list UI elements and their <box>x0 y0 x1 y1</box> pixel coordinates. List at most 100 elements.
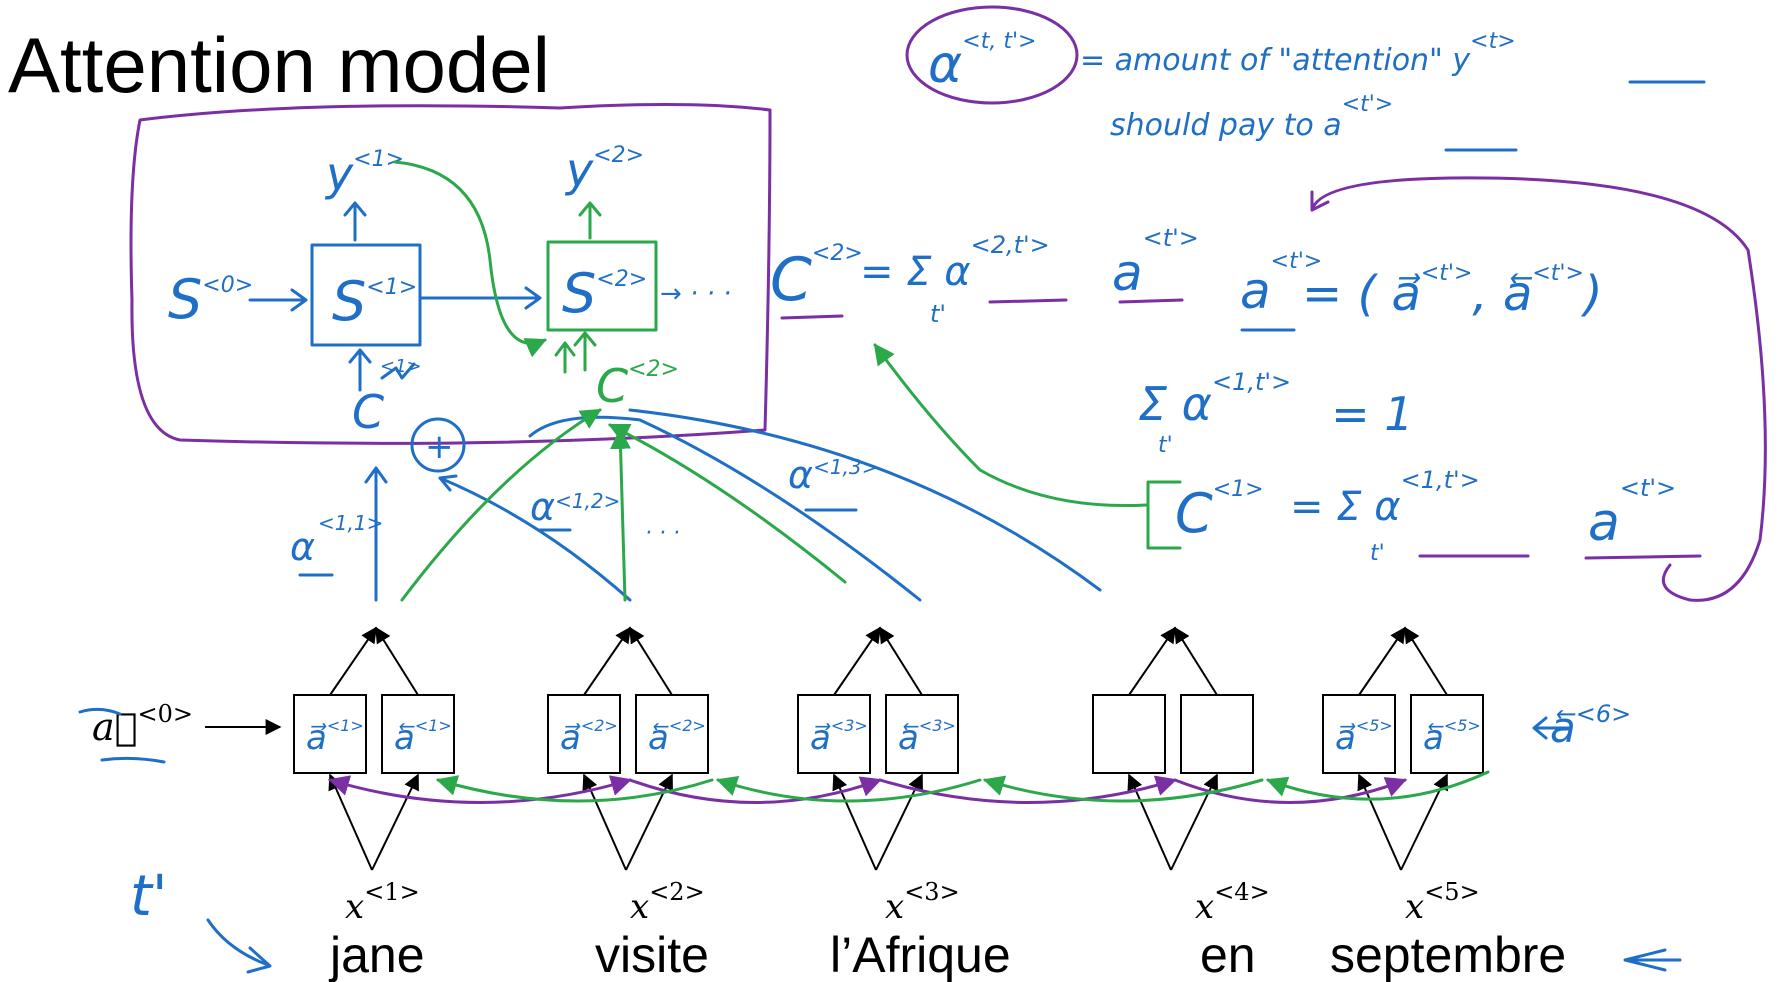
backward-cell <box>635 694 709 774</box>
svg-text:= ( a⃗<t'>, a⃖<t'>): = ( a⃗<t'>, a⃖<t'>) <box>1302 261 1603 322</box>
svg-text:α<t, t'>: α<t, t'> <box>928 29 1036 95</box>
input-word: visite <box>595 927 709 982</box>
svg-text:α<1,2>: α<1,2> <box>530 485 620 529</box>
output-arrow <box>375 626 419 696</box>
svg-text:a<t'>: a<t'> <box>1240 249 1322 320</box>
sum-to-one-equation: Σ α<1,t'>= 1 t' <box>1138 368 1414 458</box>
forward-cell <box>547 694 621 774</box>
forward-cell <box>797 694 871 774</box>
input-arrow <box>1170 773 1218 871</box>
svg-text:t': t' <box>1158 433 1173 458</box>
svg-text:· · ·: · · · <box>645 521 680 546</box>
svg-text:y<2>: y<2> <box>564 143 644 197</box>
alpha-definition-note: α<t, t'> = amount of "attention" y<t> sh… <box>905 5 1706 152</box>
forward-activation-label: a⃗<1> <box>306 716 364 758</box>
svg-text:C: C <box>352 385 384 439</box>
svg-text:a<t'>: a<t'> <box>1588 474 1676 553</box>
backward-cell <box>885 694 959 774</box>
backward-activation-label: a⃖<2> <box>648 716 706 758</box>
svg-text:a<t'>: a<t'> <box>1112 224 1199 302</box>
svg-text:t': t' <box>930 300 946 328</box>
input-arrow <box>371 773 419 871</box>
svg-text:should pay to a<t'>: should pay to a<t'> <box>1110 92 1393 143</box>
forward-cell <box>1092 694 1166 774</box>
svg-text:= Σ α<2,t'>: = Σ α<2,t'> <box>860 231 1050 295</box>
a6-label: a⃖<6> <box>1532 700 1631 752</box>
svg-text:S<1>: S<1> <box>332 270 417 333</box>
encoder-step-2: a⃗<2> a⃖<2> x<2>visite <box>547 626 709 982</box>
backward-activation-label: a⃖<1> <box>394 716 452 758</box>
attention-arrows-c1: α <1,1> α<1,2> α<1,3> · · · <box>290 408 1102 602</box>
forward-activation-label: a⃗<5> <box>1335 716 1393 758</box>
forward-cell <box>1322 694 1396 774</box>
svg-text:→ · · ·: → · · · <box>660 279 731 309</box>
svg-text:= amount of "attention": = amount of "attention" y<t> <box>1080 29 1516 78</box>
svg-text:t': t' <box>1370 541 1385 566</box>
svg-text:<1,1>: <1,1> <box>318 511 383 535</box>
svg-text:+: + <box>425 427 454 467</box>
svg-text:S<0>: S<0> <box>168 268 253 331</box>
forward-activation-label: a⃗<3> <box>810 716 868 758</box>
svg-text:a⃖<6>: a⃖<6> <box>1550 700 1631 752</box>
input-token-label: x<2> <box>630 878 705 927</box>
attention-arrows-c2 <box>400 343 1148 602</box>
svg-text:= Σ α<1,t'>: = Σ α<1,t'> <box>1290 466 1480 530</box>
input-word: jane <box>328 927 425 982</box>
s2-cell <box>546 240 658 332</box>
input-arrow <box>1357 773 1402 871</box>
svg-text:α<1,3>: α<1,3> <box>788 453 878 497</box>
svg-text:C<2>: C<2> <box>596 357 679 413</box>
output-arrow <box>1358 626 1406 696</box>
c1-equation: C<1> = Σ α<1,t'> a<t'> t' <box>1146 466 1702 566</box>
output-arrow <box>583 626 631 696</box>
svg-text:Σ α<1,t'>= 1: Σ α<1,t'>= 1 <box>1138 368 1414 441</box>
encoder-step-4: x<4>en <box>1092 626 1270 982</box>
output-arrow <box>879 626 923 696</box>
backward-activation-label: a⃖<3> <box>898 716 956 758</box>
input-token-label: x<3> <box>885 878 960 927</box>
decoder-boundary <box>129 102 772 445</box>
input-word: en <box>1200 927 1256 982</box>
svg-text:y<1>: y<1> <box>324 147 404 201</box>
input-arrow <box>625 773 673 871</box>
input-word: septembre <box>1330 927 1566 982</box>
backward-activation-label: a⃖<5> <box>1423 716 1481 758</box>
svg-text:C<2>: C<2> <box>770 241 863 315</box>
definition-bracket <box>1310 176 1767 602</box>
encoder-step-5: a⃗<5> a⃖<5> x<5>septembre <box>1322 626 1566 982</box>
output-arrow <box>329 626 377 696</box>
svg-text:t': t' <box>130 864 167 929</box>
forward-activation-label: a⃗<2> <box>560 716 618 758</box>
backward-cell <box>381 694 455 774</box>
a-concat-equation: a<t'> = ( a⃗<t'>, a⃖<t'>) <box>1240 249 1603 332</box>
forward-cell <box>293 694 367 774</box>
input-token-label: x<4> <box>1195 878 1270 927</box>
s1-cell <box>310 243 422 347</box>
svg-text:α: α <box>290 525 315 569</box>
definition-bracket-head <box>1310 190 1330 212</box>
output-arrow <box>833 626 881 696</box>
backward-cell <box>1180 694 1254 774</box>
encoder-step-1: a⃗<1> a⃖<1> x<1>jane <box>293 626 455 982</box>
page-title: Attention model <box>8 21 550 109</box>
encoder-layer: a⃗<1>a⃖<1>x<1>janea⃗<2>a⃖<2>x<2>visitea⃗… <box>293 626 1566 982</box>
input-token-label: x<1> <box>345 878 420 927</box>
decoder-block: S<0> S<1> S<2> → · · · y<1> y<2> <1> C C… <box>168 143 731 473</box>
svg-text:a⃗<0>: a⃗<0> <box>92 700 193 749</box>
tprime-annotation: t' <box>130 864 1682 974</box>
output-arrow <box>1404 626 1448 696</box>
input-arrow <box>875 773 923 871</box>
sum-node <box>410 417 466 473</box>
output-arrow <box>629 626 673 696</box>
backward-recurrence-arrows <box>435 770 1490 803</box>
output-arrow <box>1174 626 1218 696</box>
c2-equation: C<2> = Σ α<2,t'> a<t'> t' <box>770 224 1199 328</box>
encoder-step-3: a⃗<3> a⃖<3> x<3>l’Afrique <box>797 626 1011 982</box>
output-arrow <box>1128 626 1176 696</box>
a0-label: a⃗<0> <box>78 700 193 764</box>
svg-text:S<2>: S<2> <box>562 262 647 325</box>
forward-recurrence-arrows <box>327 775 1407 804</box>
input-token-label: x<5> <box>1405 878 1480 927</box>
input-word: l’Afrique <box>830 927 1011 982</box>
